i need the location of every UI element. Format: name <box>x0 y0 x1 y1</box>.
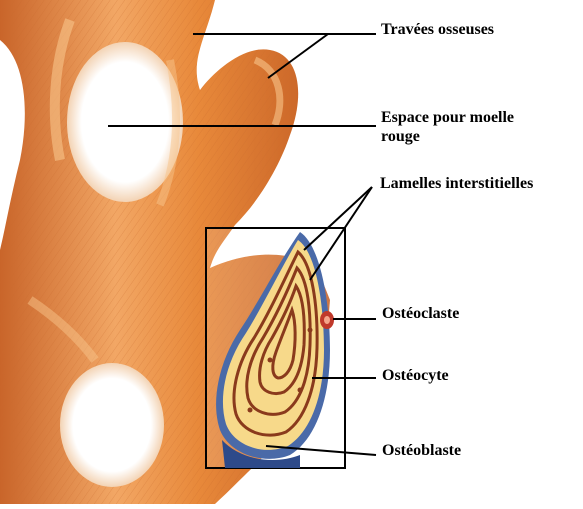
label-espace-moelle: Espace pour moelle rouge <box>381 108 514 146</box>
label-lamelles-interstitielles: Lamelles interstitielles <box>380 175 533 193</box>
label-osteoclaste: Ostéoclaste <box>382 305 459 323</box>
label-espace-moelle-line1: Espace pour moelle <box>381 108 514 127</box>
label-espace-moelle-line2: rouge <box>381 127 514 146</box>
label-osteocyte: Ostéocyte <box>382 367 449 385</box>
label-travees-osseuses: Travées osseuses <box>381 21 494 39</box>
label-osteoblaste: Ostéoblaste <box>382 442 461 460</box>
marrow-space-lower <box>60 363 164 487</box>
